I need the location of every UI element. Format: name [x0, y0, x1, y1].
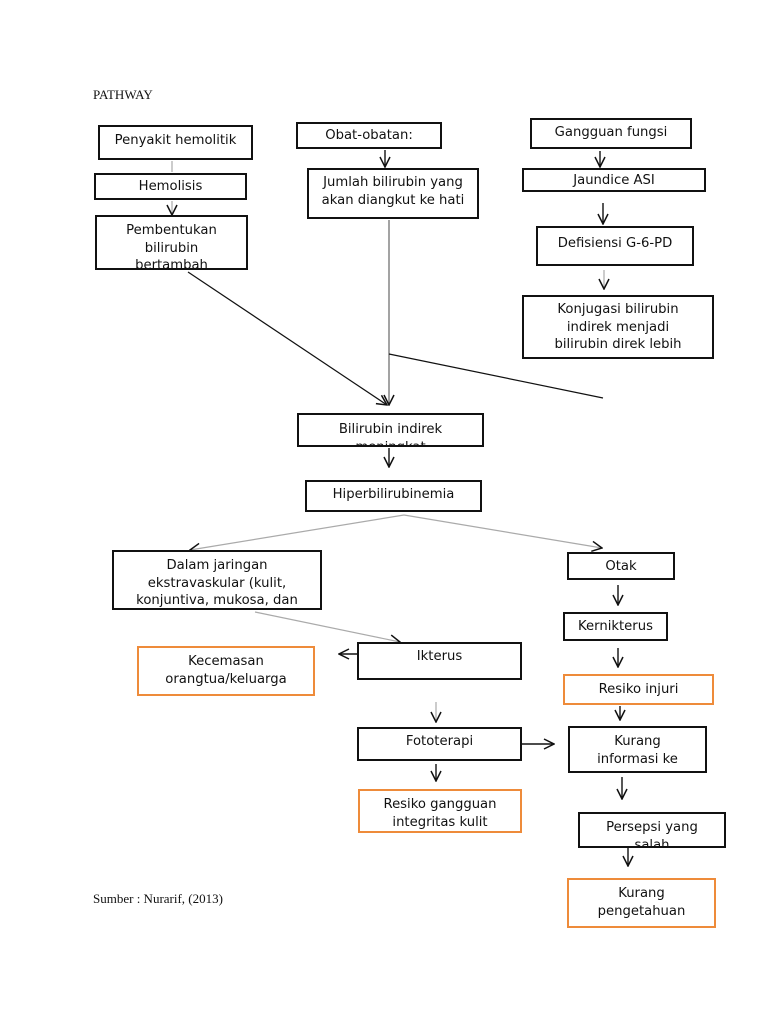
node-gangguan-fungsi: Gangguan fungsi [530, 118, 692, 149]
node-text-line: Hiperbilirubinemia [332, 487, 455, 502]
node-text-line: Kecemasan [188, 654, 264, 669]
node-pembentukan-bilirubin: Pembentukan bilirubin bertambah [95, 215, 248, 270]
node-text-line: Dalam jaringan [166, 558, 268, 573]
node-text-line: meningkat [355, 439, 426, 447]
node-text-line: Penyakit hemolitik [114, 133, 237, 148]
node-text-line: Ikterus [416, 649, 463, 664]
node-kernikterus: Kernikterus [563, 612, 668, 641]
node-text-line: Jaundice ASI [573, 173, 655, 188]
node-text-line: Gangguan fungsi [554, 125, 668, 140]
node-hiperbilirubinemia: Hiperbilirubinemia [305, 480, 482, 512]
node-penyakit-hemolitik: Penyakit hemolitik [98, 125, 253, 160]
node-text-line: bilirubin [144, 240, 199, 256]
node-jaundice-asi: Jaundice ASI [522, 168, 706, 192]
diagram-title: PATHWAY [93, 87, 153, 102]
node-defisiensi-g6pd: Defisiensi G-6-PD [536, 226, 694, 266]
node-text-line: salah [634, 837, 670, 848]
node-resiko-gangguan: Resiko gangguan integritas kulit [358, 789, 522, 833]
edge-konjugasi-to-bilirubin-indirek [388, 353, 604, 399]
node-text-line: informasi ke [597, 751, 678, 767]
node-text-line: bilirubin direk lebih [554, 337, 682, 352]
node-obat-obatan: Obat-obatan: [296, 122, 442, 149]
node-text-line: pengetahuan [597, 903, 686, 919]
node-text-line: orangtua/keluarga [165, 671, 287, 687]
node-text-line: integritas kulit [392, 814, 488, 830]
node-text-line: Kernikterus [578, 619, 653, 634]
node-text-line: Resiko injuri [598, 682, 679, 697]
node-text-line: Jumlah bilirubin yang [323, 175, 463, 190]
node-hemolisis: Hemolisis [94, 173, 247, 200]
node-kurang-pengetahuan: Kurang pengetahuan [567, 878, 716, 928]
node-text-line: ekstravaskular (kulit, [147, 575, 287, 591]
node-otak: Otak [567, 552, 675, 580]
node-text-line: Obat-obatan: [325, 128, 413, 143]
node-kurang-informasi: Kurang informasi ke [568, 726, 707, 773]
node-text-line: indirek menjadi [566, 319, 670, 335]
node-fototerapi: Fototerapi [357, 727, 522, 761]
edge-hiper-to-otak [403, 514, 602, 548]
node-text-line: Pembentukan [126, 223, 217, 238]
node-text-line: Persepsi yang [606, 820, 698, 835]
node-text-line: Defisiensi G-6-PD [557, 236, 673, 251]
node-text-line: bertambah [135, 258, 208, 270]
node-text-line: Otak [605, 559, 637, 574]
node-ikterus: Ikterus [357, 642, 522, 680]
node-text-line: Bilirubin indirek [338, 422, 443, 437]
node-text-line: konjuntiva, mukosa, dan [136, 593, 298, 608]
node-text-line: Konjugasi bilirubin [557, 302, 679, 317]
node-text-line: akan diangkut ke hati [321, 192, 465, 208]
node-dalam-jaringan: Dalam jaringan ekstravaskular (kulit, konj… [112, 550, 322, 610]
node-resiko-injuri: Resiko injuri [563, 674, 714, 705]
node-text-line: Kurang [614, 734, 661, 749]
edge-dalam-jaringan-to-ikterus [254, 611, 400, 642]
edge-pembentukan-to-bilirubin-indirek [187, 271, 387, 405]
node-konjugasi-bilirubin: Konjugasi bilirubin indirek menjadi biliru… [522, 295, 714, 359]
node-jumlah-bilirubin: Jumlah bilirubin yang akan diangkut ke ha… [307, 168, 479, 219]
node-text-line: Resiko gangguan [383, 797, 497, 812]
node-bilirubin-indirek: Bilirubin indirek meningkat [297, 413, 484, 447]
node-text-line: Fototerapi [405, 734, 474, 749]
edge-hiper-to-dalam-jaringan [190, 514, 405, 550]
node-kecemasan: Kecemasan orangtua/keluarga [137, 646, 315, 696]
node-text-line: Hemolisis [138, 179, 203, 194]
source-citation: Sumber : Nurarif, (2013) [93, 891, 223, 906]
node-persepsi-salah: Persepsi yang salah [578, 812, 726, 848]
node-text-line: Kurang [618, 886, 665, 901]
